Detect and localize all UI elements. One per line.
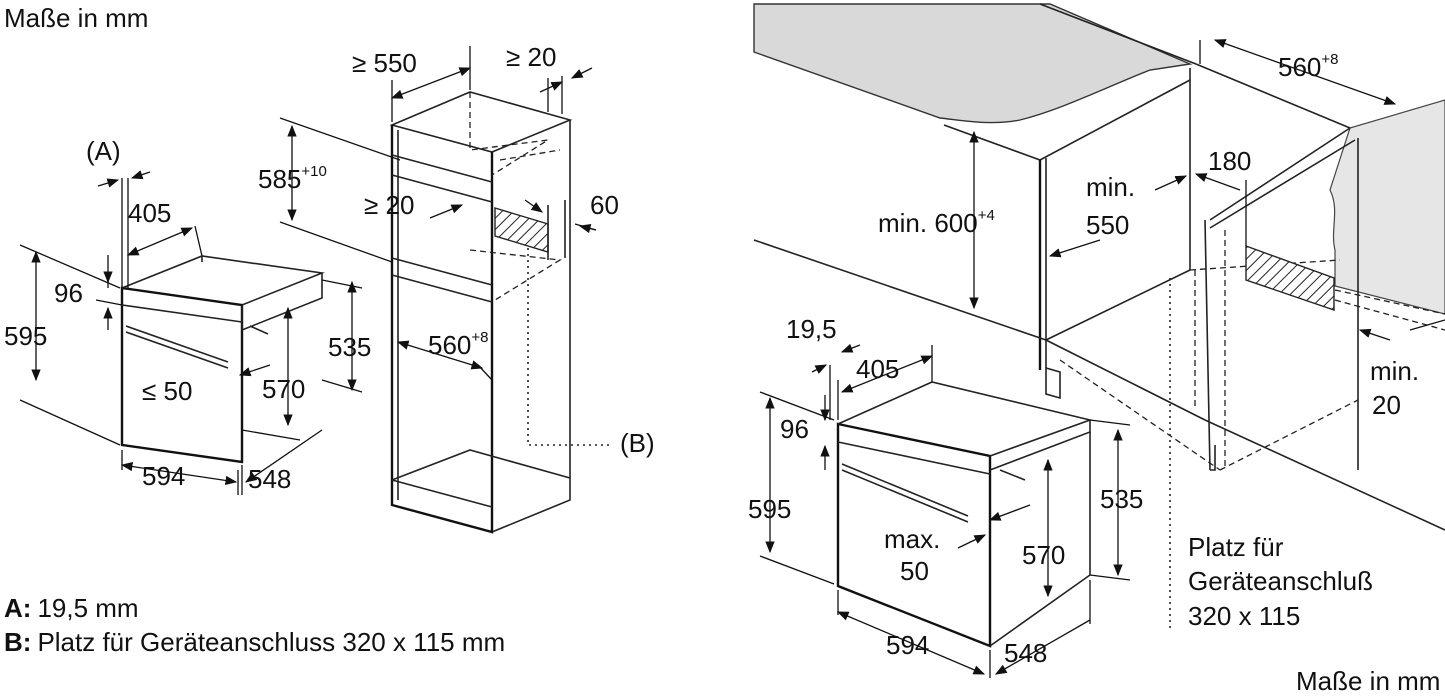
- dim-min550-line2: 550: [1086, 210, 1129, 240]
- dim-600-right: min. 600+4: [878, 207, 995, 238]
- dim-594-left: 594: [142, 461, 185, 491]
- connection-note: Platz für Geräteanschluß 320 x 115: [1188, 532, 1373, 631]
- legend-a: A:19,5 mm: [4, 593, 139, 623]
- dim-max50-line2: 50: [900, 556, 929, 586]
- dim-ge550: ≥ 550: [352, 48, 417, 78]
- legend: A:19,5 mm B:Platz für Geräteanschluss 32…: [4, 593, 505, 657]
- note-line3: 320 x 115: [1188, 601, 1300, 631]
- dim-595-right: 595: [748, 494, 791, 524]
- left-oven-drawing: [120, 255, 326, 464]
- dim-60: 60: [590, 190, 619, 220]
- worktop: [753, 3, 1193, 124]
- dim-594-right: 594: [886, 630, 929, 660]
- dim-560-left: 560+8: [428, 329, 489, 360]
- right-footer: Maße in mm: [1296, 666, 1440, 696]
- right-oven-drawing: [836, 381, 1093, 648]
- right-cabinet-drawing: [753, 68, 1445, 630]
- dim-570-left: 570: [262, 374, 305, 404]
- dim-ge20-mid: ≥ 20: [364, 190, 414, 220]
- dim-595-left: 595: [4, 321, 47, 351]
- legend-b: B:Platz für Geräteanschluss 320 x 115 mm: [4, 627, 505, 657]
- dim-96-right: 96: [780, 414, 809, 444]
- dim-ge20-top: ≥ 20: [506, 42, 556, 72]
- left-oven-dimensions: [19, 170, 363, 495]
- label-a: (A): [86, 136, 121, 166]
- note-line2: Geräteanschluß: [1188, 566, 1373, 596]
- dim-560-right: 560+8: [1278, 51, 1339, 82]
- dim-535-left: 535: [328, 332, 371, 362]
- right-panel: 560+8 min. 600+4 min. 550 180 min. 20 19…: [748, 3, 1445, 696]
- dim-195-right: 19,5: [786, 314, 837, 344]
- dim-535-right: 535: [1100, 484, 1143, 514]
- right-cabinet-dimensions: [969, 39, 1445, 341]
- left-title: Maße in mm: [4, 3, 148, 33]
- dim-min20-line1: min.: [1370, 356, 1419, 386]
- dim-max50-line1: max.: [884, 524, 940, 554]
- dim-min20-line2: 20: [1372, 390, 1401, 420]
- right-oven-dimensions: [759, 343, 1131, 678]
- dim-405-right: 405: [856, 354, 899, 384]
- dim-le50-left: ≤ 50: [142, 376, 192, 406]
- dim-405-left: 405: [128, 198, 171, 228]
- left-cabinet-dimensions: [279, 46, 610, 446]
- dim-180: 180: [1208, 146, 1251, 176]
- dim-570-right: 570: [1022, 540, 1065, 570]
- dim-96-left: 96: [54, 278, 83, 308]
- dim-min550-line1: min.: [1086, 172, 1135, 202]
- dim-585: 585+10: [258, 163, 327, 194]
- wall-right: [1329, 99, 1445, 315]
- dim-548-left: 548: [248, 464, 291, 494]
- dim-548-right: 548: [1004, 638, 1047, 668]
- left-cabinet-drawing: [389, 91, 573, 534]
- label-b: (B): [620, 428, 655, 458]
- left-panel: Maße in mm: [4, 3, 655, 657]
- note-line1: Platz für: [1188, 532, 1284, 562]
